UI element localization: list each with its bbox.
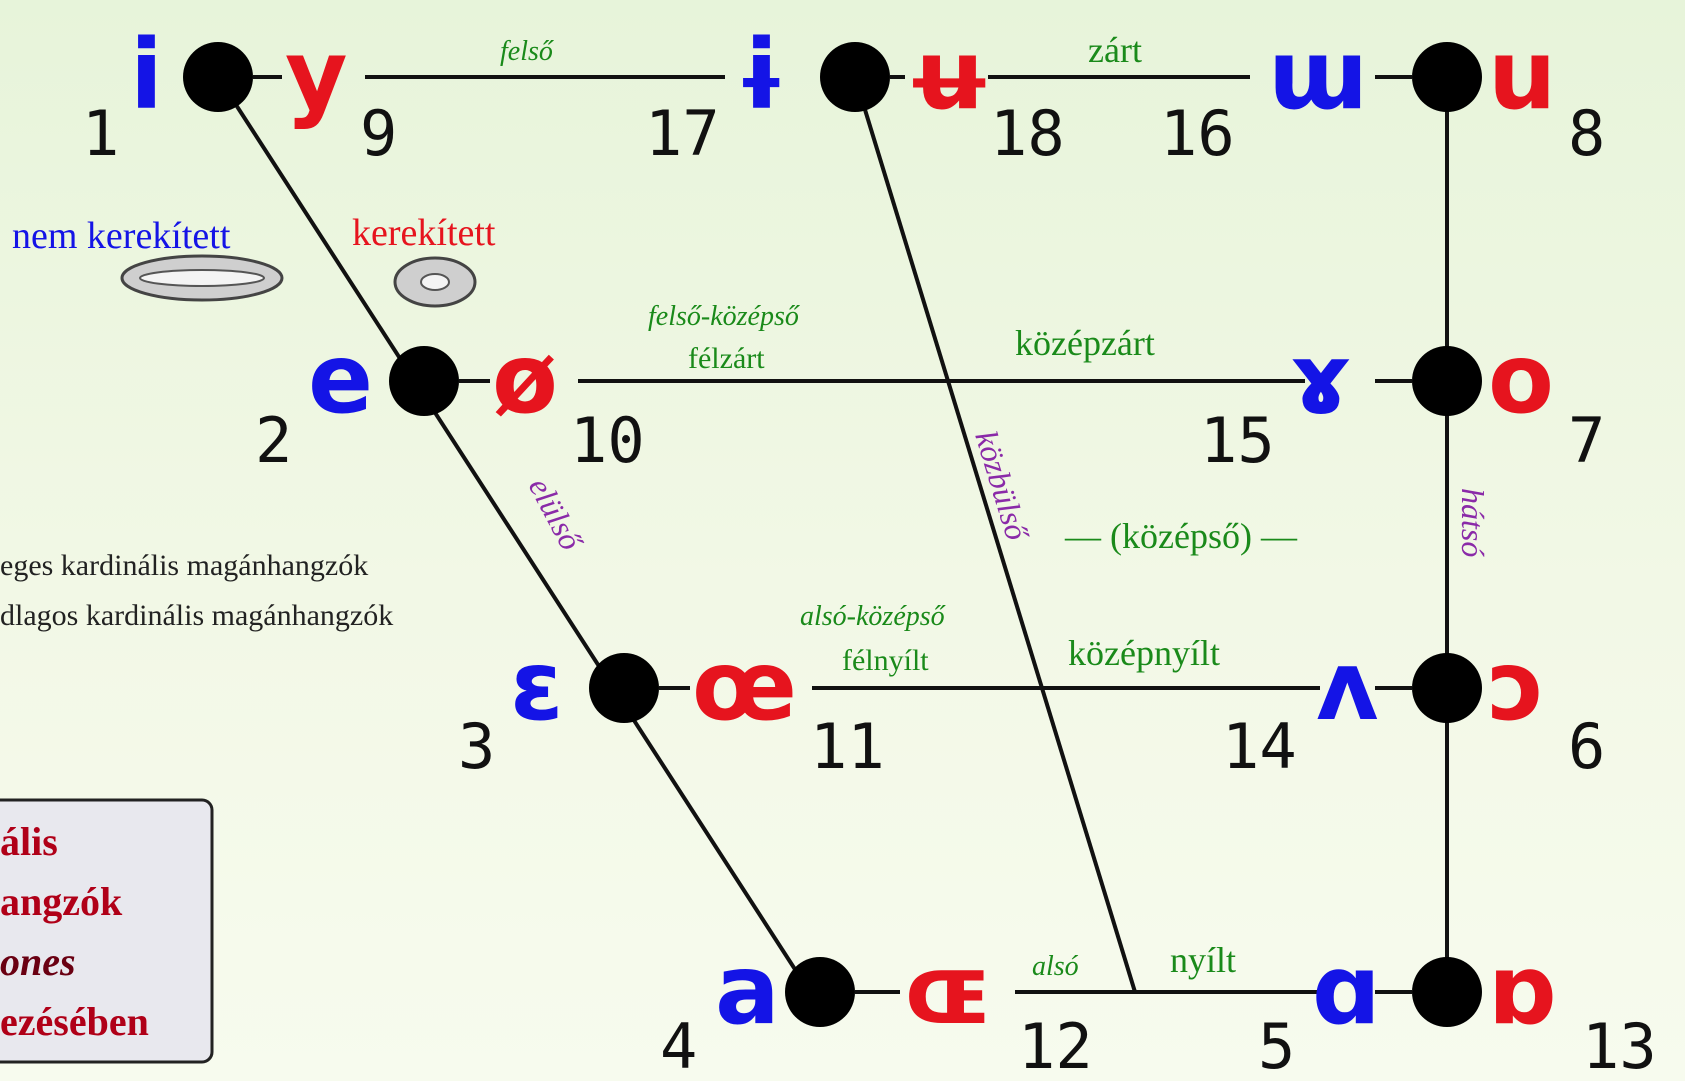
vowel-uh: ʉ	[905, 19, 993, 131]
legend-secondary: dlagos kardinális magánhangzók	[0, 599, 393, 632]
label-kerekitett: kerekített	[352, 212, 496, 254]
region-labels: felső zárt felső-középső félzárt középzá…	[500, 30, 1491, 982]
front-edge-line	[216, 75, 822, 1010]
num-2: 2	[255, 404, 292, 477]
label-felso-kozepso: felső-középső	[648, 301, 800, 332]
vowel-a: a	[715, 934, 780, 1046]
vowel-e: e	[308, 323, 373, 435]
vowel-ga: ɤ	[1290, 323, 1351, 435]
num-14: 14	[1222, 710, 1297, 783]
num-11: 11	[810, 710, 885, 783]
vowel-ih: ɨ	[735, 19, 787, 131]
num-16: 16	[1160, 97, 1235, 170]
label-also: alsó	[1032, 951, 1079, 982]
dot-ih-uh	[820, 42, 890, 112]
label-felnyilt: félnyílt	[842, 644, 929, 677]
dot-al-ob	[1412, 957, 1482, 1027]
unrounded-lips-icon	[120, 254, 284, 302]
num-9: 9	[360, 97, 397, 170]
rounding-legend: nem kerekített kerekített	[12, 212, 496, 308]
label-kozepnyilt: középnyílt	[1068, 633, 1220, 673]
dot-e-oe	[389, 346, 459, 416]
vowel-w: ɯ	[1268, 19, 1368, 131]
num-7: 7	[1568, 404, 1605, 477]
vowel-oe: ø	[492, 323, 558, 435]
vowel-dots	[183, 42, 1482, 1027]
num-3: 3	[458, 710, 495, 783]
dot-v-oh	[1412, 653, 1482, 723]
title-box-frame	[0, 798, 214, 1064]
label-nyilt: nyílt	[1170, 940, 1236, 980]
num-15: 15	[1200, 404, 1275, 477]
connectors	[253, 75, 1412, 994]
dot-ga-o	[1412, 346, 1482, 416]
title-line-1: ális	[0, 819, 58, 864]
num-18: 18	[990, 97, 1065, 170]
label-kozepso: — (középső) —	[1064, 516, 1298, 556]
label-kozepzart: középzárt	[1015, 323, 1155, 363]
num-10: 10	[570, 404, 645, 477]
vowel-i: i	[130, 19, 163, 131]
title-line-4: ezésében	[0, 999, 149, 1044]
central-line	[853, 76, 1137, 993]
vowel-ob: ɒ	[1488, 934, 1557, 1046]
num-12: 12	[1018, 1010, 1093, 1081]
vowel-oh: ɔ	[1488, 630, 1545, 742]
num-6: 6	[1568, 710, 1605, 783]
num-1: 1	[82, 97, 119, 170]
vowel-y: y	[285, 19, 348, 131]
vowel-o: o	[1488, 323, 1554, 435]
vowel-eh: ɛ	[510, 630, 563, 742]
vowel-OE: ɶ	[905, 934, 992, 1046]
label-zart: zárt	[1088, 30, 1142, 70]
label-felso: felső	[500, 36, 554, 67]
title-line-2: angzók	[0, 879, 123, 924]
dot-eh-oeh	[589, 653, 659, 723]
label-elulso: elülső	[522, 471, 591, 557]
label-hatso: hátsó	[1455, 488, 1491, 557]
num-8: 8	[1568, 97, 1605, 170]
num-5: 5	[1258, 1010, 1295, 1081]
chart-lines	[216, 75, 1449, 1010]
label-also-kozepso: alsó-középső	[800, 601, 946, 632]
title-line-3: ones	[0, 939, 76, 984]
vowel-oeh: œ	[692, 630, 797, 742]
num-17: 17	[645, 97, 720, 170]
label-felzart: félzárt	[688, 342, 765, 375]
num-13: 13	[1582, 1010, 1657, 1081]
rounded-lips-icon	[393, 256, 477, 308]
label-nem-kerekitett: nem kerekített	[12, 215, 231, 257]
dot-a-OE	[785, 957, 855, 1027]
num-4: 4	[660, 1010, 697, 1081]
legend-primary: eges kardinális magánhangzók	[0, 549, 368, 582]
cardinal-legend: eges kardinális magánhangzók dlagos kard…	[0, 549, 393, 632]
vowel-numbers: 1 9 17 18 16 8 2 10 15 7 3 11 14 6 4 12 …	[82, 97, 1657, 1081]
vowel-v: ʌ	[1316, 630, 1379, 742]
vowel-u: u	[1488, 19, 1556, 131]
vowel-al: ɑ	[1312, 934, 1381, 1046]
dot-w-u	[1412, 42, 1482, 112]
dot-i-y	[183, 42, 253, 112]
title-box: ális angzók ones ezésében	[0, 798, 214, 1064]
vowel-symbols: i y ɨ ʉ ɯ u e ø ɤ o ɛ œ ʌ ɔ a ɶ ɑ ɒ	[130, 19, 1557, 1046]
